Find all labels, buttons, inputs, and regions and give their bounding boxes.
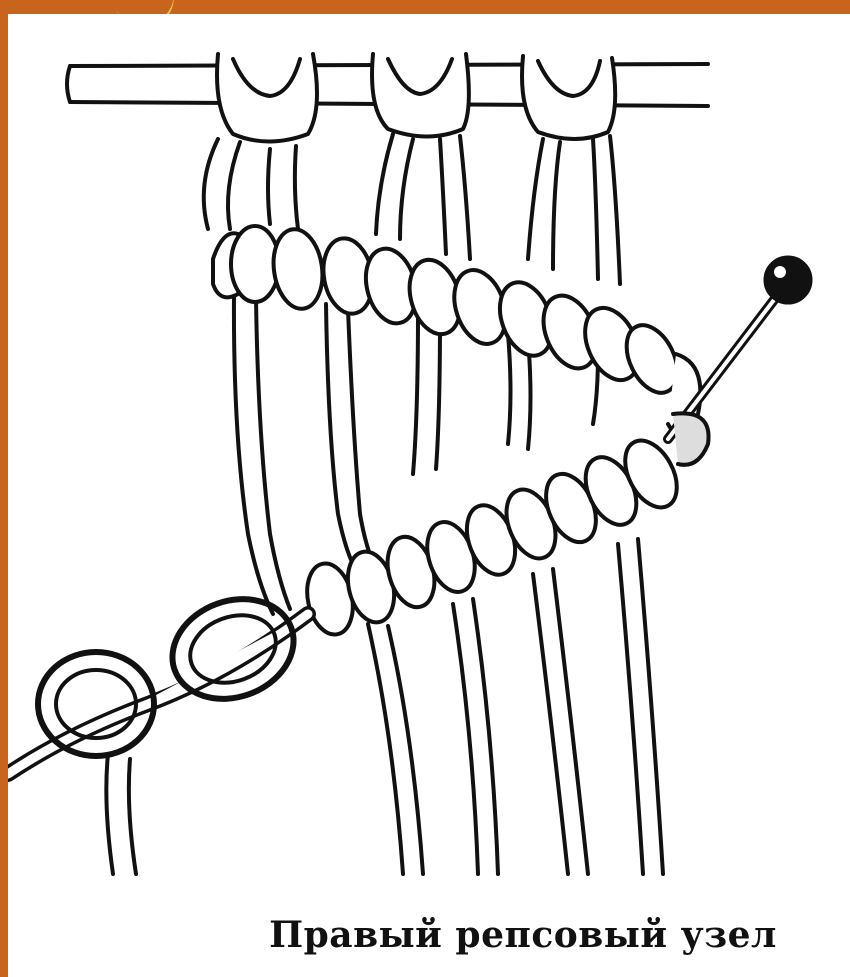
chain-loops: [8, 583, 308, 874]
figure-caption: Правый репсовый узел: [8, 914, 850, 956]
illustration-panel: Правый репсовый узел: [8, 14, 850, 977]
larks-head-knots: [217, 54, 615, 142]
upper-knot-row: [213, 226, 700, 432]
lower-knot-row: [301, 432, 687, 639]
macrame-knot-illustration: [8, 14, 850, 977]
